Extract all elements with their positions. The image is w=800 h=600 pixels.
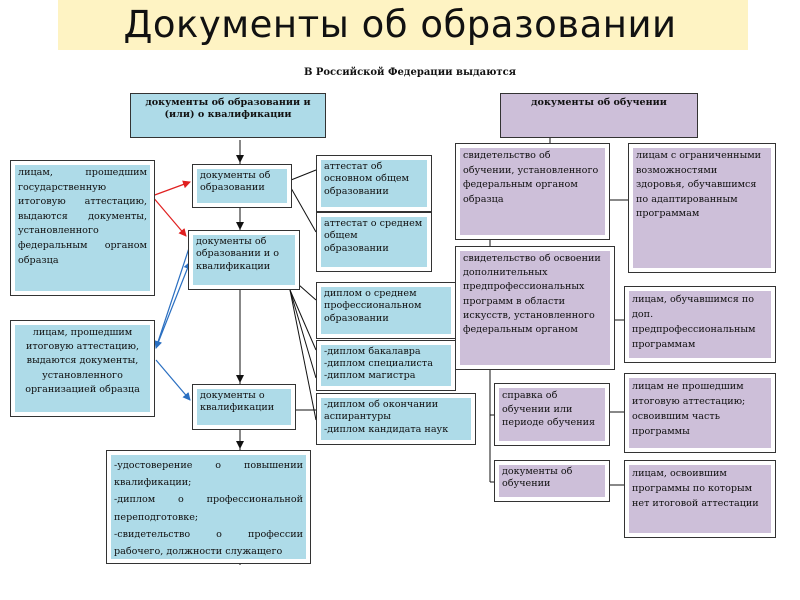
node-doc-education: документы об образовании xyxy=(192,164,292,208)
node-diplomas-postgrad: -диплом об окончании аспирантуры -диплом… xyxy=(316,393,476,445)
diagram-subtitle: В Российской Федерации выдаются xyxy=(303,67,517,78)
title-band xyxy=(58,0,748,50)
node-cert-secondary: аттестат о среднем общем образовании xyxy=(316,212,432,272)
node-qualification-list: -удостоверение о повышении квалификации;… xyxy=(106,450,311,564)
node-cert-basic: аттестат об основном общем образовании xyxy=(316,155,432,212)
node-training-cert-federal: свидетельство об обучении, установленног… xyxy=(455,143,610,240)
red-arrow-1 xyxy=(151,180,191,197)
node-study-certificate: справка об обучении или периоде обучения xyxy=(494,383,610,446)
node-edu-qualification: документы об образовании и (или) о квали… xyxy=(130,93,326,138)
node-doc-qualification: документы о квалификации xyxy=(192,384,296,430)
node-graduates-org: лицам, прошедшим итоговую аттестацию, вы… xyxy=(10,320,155,417)
node-graduates-state: лицам, прошедшим государственную итогову… xyxy=(10,160,155,296)
node-training: документы об обучении xyxy=(500,93,698,138)
node-no-final-attestation: лицам не прошедшим итоговую аттестацию; … xyxy=(624,373,776,453)
node-doc-education-qualification: документы об образовании и о квалификаци… xyxy=(188,230,300,290)
node-diploma-spo: диплом о среднем профессиональном образо… xyxy=(316,282,456,339)
blue-arrow-3 xyxy=(155,359,191,401)
node-preprofessional: лицам, обучавшимся по доп. предпрофессио… xyxy=(624,286,776,363)
blue-arrow-1 xyxy=(154,235,194,349)
node-diplomas-higher: -диплом бакалавра -диплом специалиста -д… xyxy=(316,340,456,391)
slide-title: Документы об образовании xyxy=(123,3,677,46)
red-arrow-2 xyxy=(151,195,187,237)
node-disabled: лицам с ограниченными возможностями здор… xyxy=(628,143,776,273)
blue-arrow-2 xyxy=(155,261,192,349)
node-training-docs: документы об обучении xyxy=(494,460,610,502)
node-no-final-programs: лицам, освоившим программы по которым не… xyxy=(624,460,776,538)
node-arts-cert: свидетельство об освоении дополнительных… xyxy=(455,246,615,370)
